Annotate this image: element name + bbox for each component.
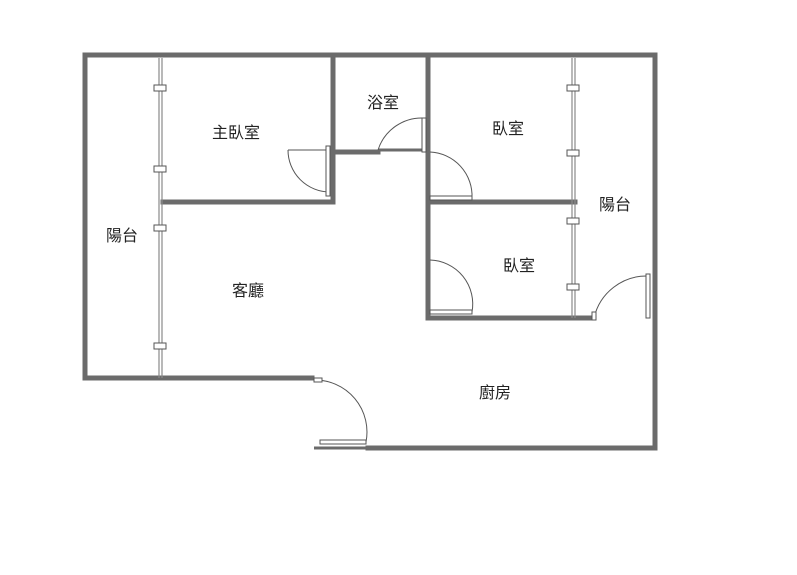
room-labels: 主臥室 浴室 臥室 臥室 陽台 陽台 客廳 廚房 [106, 93, 631, 402]
door-entrance [313, 377, 368, 445]
door-east-balcony [591, 273, 651, 321]
label-kitchen: 廚房 [479, 383, 511, 402]
label-balcony-west: 陽台 [106, 226, 138, 245]
label-bedroom-north: 臥室 [492, 119, 524, 138]
label-bedroom-south: 臥室 [503, 256, 535, 275]
label-living-room: 客廳 [232, 281, 264, 300]
sliding-door-west [153, 58, 167, 378]
door-master-bedroom [287, 145, 331, 197]
door-bedroom-north [429, 151, 473, 201]
sliding-door-east [566, 58, 580, 318]
exterior-walls [82, 52, 658, 451]
interior-walls [160, 52, 593, 321]
door-bedroom-south [429, 259, 474, 315]
label-bathroom: 浴室 [367, 93, 399, 112]
label-balcony-east: 陽台 [599, 195, 631, 214]
label-master-bedroom: 主臥室 [212, 123, 260, 142]
door-bathroom [377, 117, 427, 153]
